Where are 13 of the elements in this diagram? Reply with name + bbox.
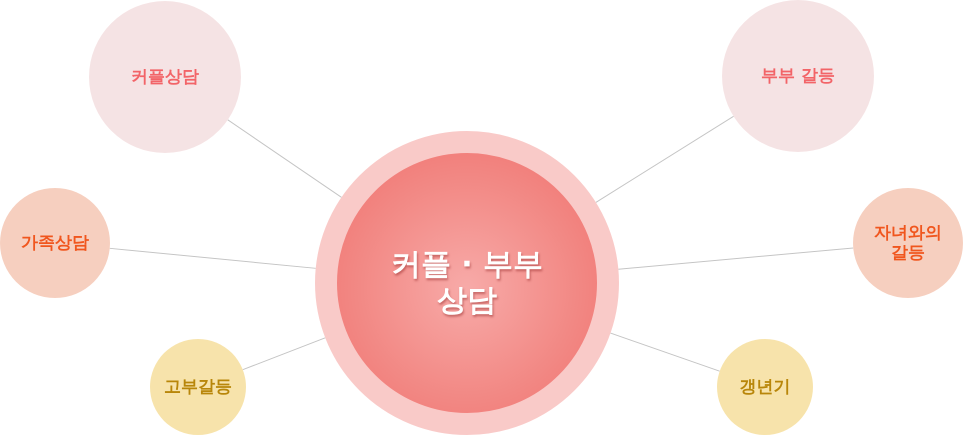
connector-line bbox=[595, 116, 734, 203]
circle-label: 커플 · 부부 상담 bbox=[390, 247, 544, 319]
connector-line bbox=[227, 119, 342, 198]
connector-line bbox=[109, 248, 316, 269]
circle-label: 갱년기 bbox=[740, 376, 790, 398]
circle-label: 가족상담 bbox=[21, 232, 89, 254]
circle-label: 자녀와의 갈등 bbox=[873, 222, 943, 264]
connector-line bbox=[618, 247, 854, 270]
circle-label: 고부갈등 bbox=[164, 376, 232, 398]
circle-label: 부부 갈등 bbox=[761, 66, 835, 86]
connector-line bbox=[242, 337, 326, 370]
connector-line bbox=[610, 332, 720, 372]
circle-label: 커플상담 bbox=[131, 66, 199, 88]
